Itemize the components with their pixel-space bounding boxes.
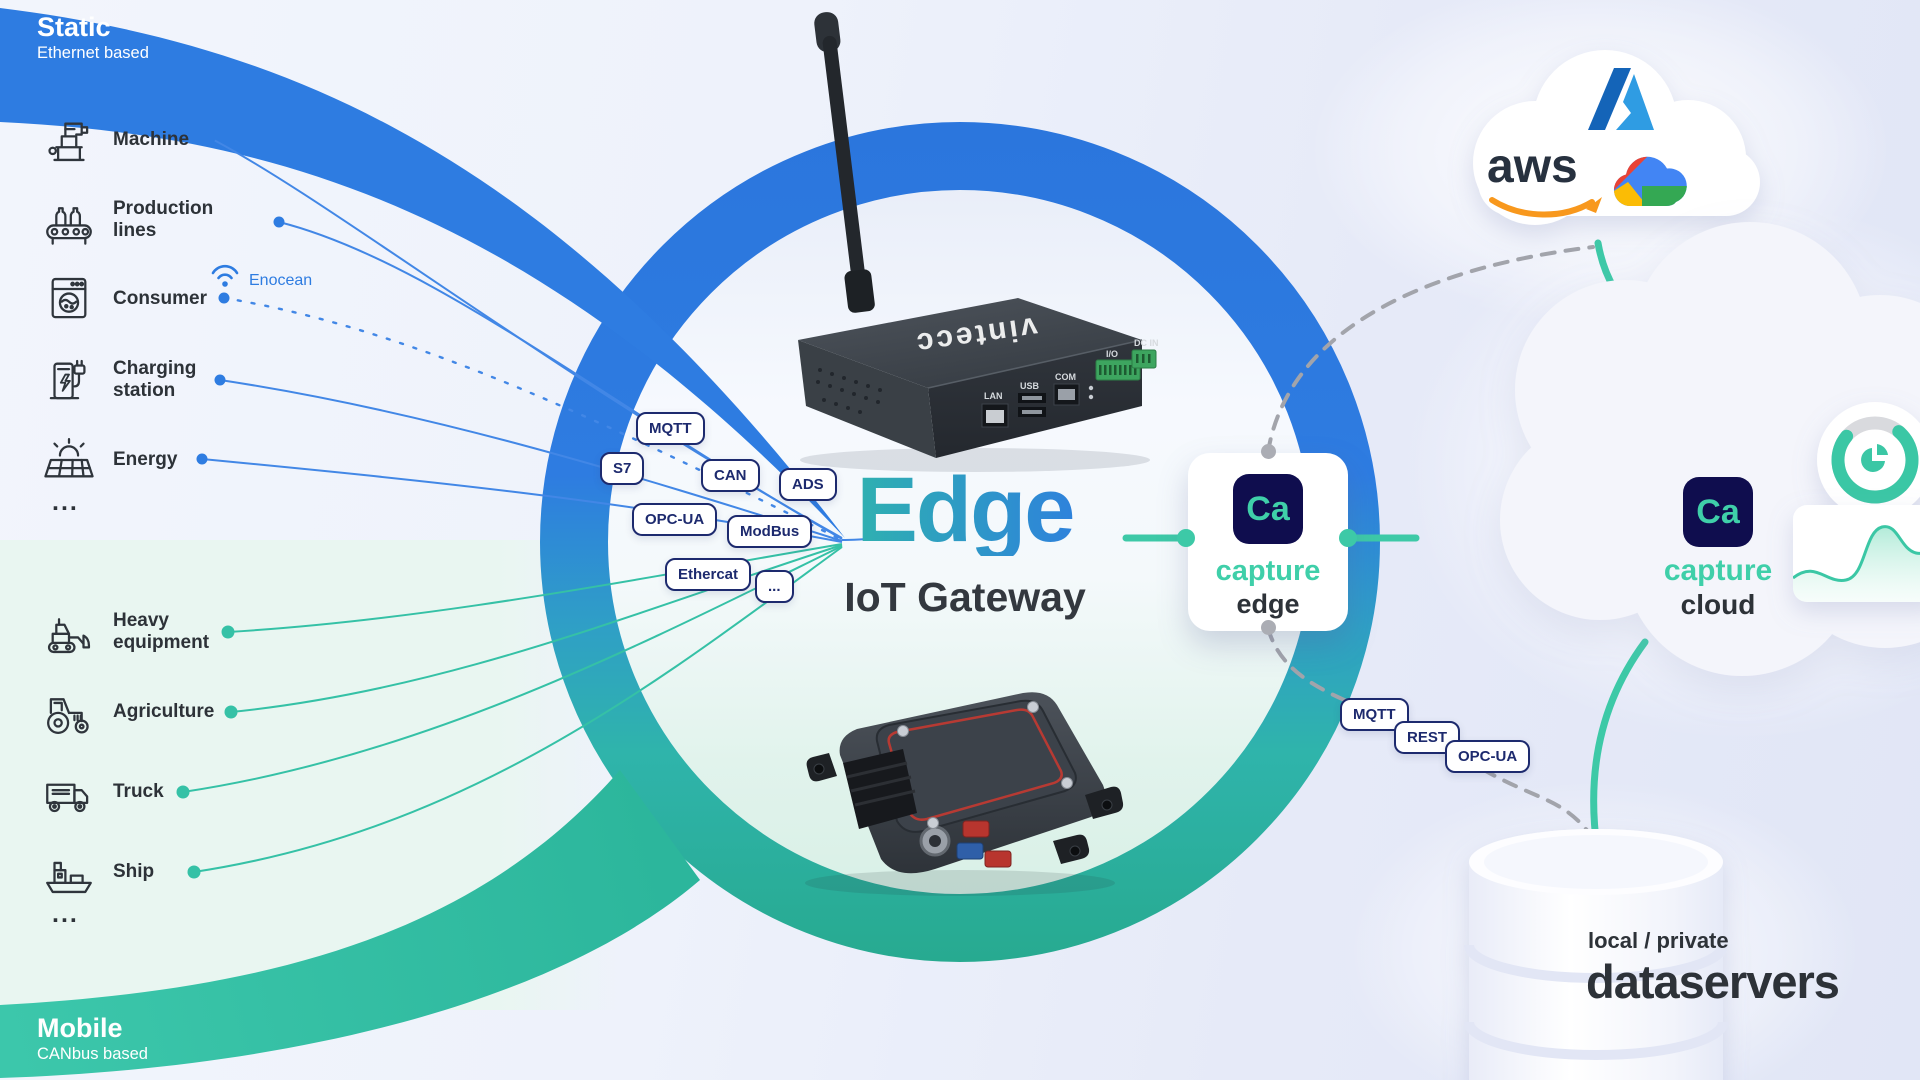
edge-top-connector-dot <box>1261 444 1276 459</box>
item-label: Agriculture <box>113 700 215 722</box>
usb-ports <box>1018 393 1046 417</box>
canbus-device-photo <box>805 692 1124 896</box>
capture-cloud-product: capture <box>1663 554 1773 587</box>
main-connector <box>843 749 917 829</box>
port-labels: LAN USB COM I/O DC IN <box>984 338 1159 401</box>
svg-text:LAN: LAN <box>984 391 1003 401</box>
connector-dots <box>176 132 285 879</box>
item-label: Energy <box>113 448 178 470</box>
protocol-badge-more: ... <box>755 570 794 603</box>
item-label: Truck <box>113 780 164 802</box>
production-lines-icon <box>46 207 92 245</box>
list-item-machine: Machine <box>40 111 243 169</box>
capture-edge-logo: Ca <box>1233 474 1303 544</box>
azure-icon <box>1588 68 1654 130</box>
list-item-agriculture: Agriculture <box>40 683 243 741</box>
dataservers-title: dataservers <box>1586 955 1840 1008</box>
agriculture-icon <box>47 698 89 734</box>
vent-holes <box>816 368 882 414</box>
static-title: Static <box>37 12 111 42</box>
static-subtitle: Ethernet based <box>37 44 149 63</box>
protocol-badge-mqtt: MQTT <box>636 412 705 445</box>
item-label: Heavy equipment <box>113 609 210 653</box>
output-badge-mqtt: MQTT <box>1340 698 1409 731</box>
protocol-badge-ethercat: Ethercat <box>665 558 752 591</box>
protocol-badge-can: CAN <box>701 459 760 492</box>
fakra-connectors <box>956 820 1012 868</box>
list-item-production-lines: Production lines <box>40 191 243 249</box>
protocol-badge-ads: ADS <box>779 468 837 501</box>
charging-station-icon <box>49 359 86 400</box>
mobile-title: Mobile <box>37 1013 123 1043</box>
list-item-ship: Ship <box>40 843 243 901</box>
dataservers-qualifier: local / private <box>1588 928 1729 953</box>
gateway-title: Edge <box>770 464 1160 556</box>
list-item-heavy-equipment: Heavy equipment <box>40 603 243 661</box>
list-item-truck: Truck <box>40 763 243 821</box>
protocol-badge-modbus: ModBus <box>727 515 813 548</box>
consumer-icon <box>51 277 87 319</box>
mobile-section-header: Mobile CANbus based <box>37 1014 148 1064</box>
svg-text:COM: COM <box>1055 372 1076 382</box>
truck-icon <box>46 783 89 813</box>
item-label: Charging station <box>113 357 197 401</box>
trend-chart-card <box>1793 505 1920 602</box>
wifi-icon <box>211 264 239 287</box>
svg-text:DC IN: DC IN <box>1134 338 1159 348</box>
edge-right-connector-dot <box>1339 529 1357 547</box>
heavy-equipment-icon <box>47 618 91 654</box>
item-label: Consumer <box>113 287 207 309</box>
static-section-header: Static Ethernet based <box>37 13 149 63</box>
donut-chart <box>1817 402 1920 518</box>
gateway-subtitle: IoT Gateway <box>844 574 1086 620</box>
static-more-indicator: ... <box>52 488 79 516</box>
edge-bottom-connector-dot <box>1261 620 1276 635</box>
mounting-ears <box>806 753 1124 864</box>
edge-left-connector-dot <box>1177 529 1195 547</box>
capture-edge-card: Ca capture edge <box>1188 453 1348 631</box>
energy-icon <box>44 438 94 478</box>
item-label: Ship <box>113 860 155 882</box>
output-badge-opcua: OPC-UA <box>1445 740 1531 773</box>
com-port <box>1053 383 1080 406</box>
svg-text:USB: USB <box>1020 381 1040 391</box>
mobile-teal-band <box>0 770 700 1078</box>
mobile-more-indicator: ... <box>52 900 79 928</box>
io-terminal <box>1095 359 1141 381</box>
screws <box>897 701 1073 829</box>
aws-logo: aws <box>1487 140 1578 193</box>
dashed-links <box>1266 245 1600 847</box>
aws-smile-icon <box>1489 197 1602 218</box>
protocol-badge-opcua: OPC-UA <box>632 503 718 536</box>
machine-icon <box>48 122 89 162</box>
capture-cloud-logo: Ca <box>1683 477 1753 547</box>
ethernet-port <box>981 403 1009 428</box>
dataservers-cylinder <box>1464 829 1728 1080</box>
enocean-label: Enocean <box>249 272 313 289</box>
dc-terminal <box>1131 349 1157 369</box>
protocol-badge-s7: S7 <box>600 452 645 485</box>
ship-icon <box>46 861 92 894</box>
pie-chart-icon <box>1861 444 1888 472</box>
capture-edge-product: capture <box>1215 555 1321 587</box>
antenna <box>814 12 875 313</box>
mobile-subtitle: CANbus based <box>37 1045 148 1064</box>
capture-edge-variant: edge <box>1236 589 1300 619</box>
list-item-consumer: Consumer <box>40 270 243 328</box>
list-item-charging-station: Charging station <box>40 351 243 409</box>
capture-cloud-variant: cloud <box>1680 589 1756 620</box>
item-label: Machine <box>113 128 190 150</box>
svg-text:I/O: I/O <box>1106 349 1118 359</box>
round-connector <box>919 825 951 857</box>
list-item-energy: Energy <box>40 431 243 489</box>
item-label: Production lines <box>113 197 214 241</box>
gateway-device-photo: vintecc LAN USB COM I/O DC IN <box>798 12 1159 472</box>
